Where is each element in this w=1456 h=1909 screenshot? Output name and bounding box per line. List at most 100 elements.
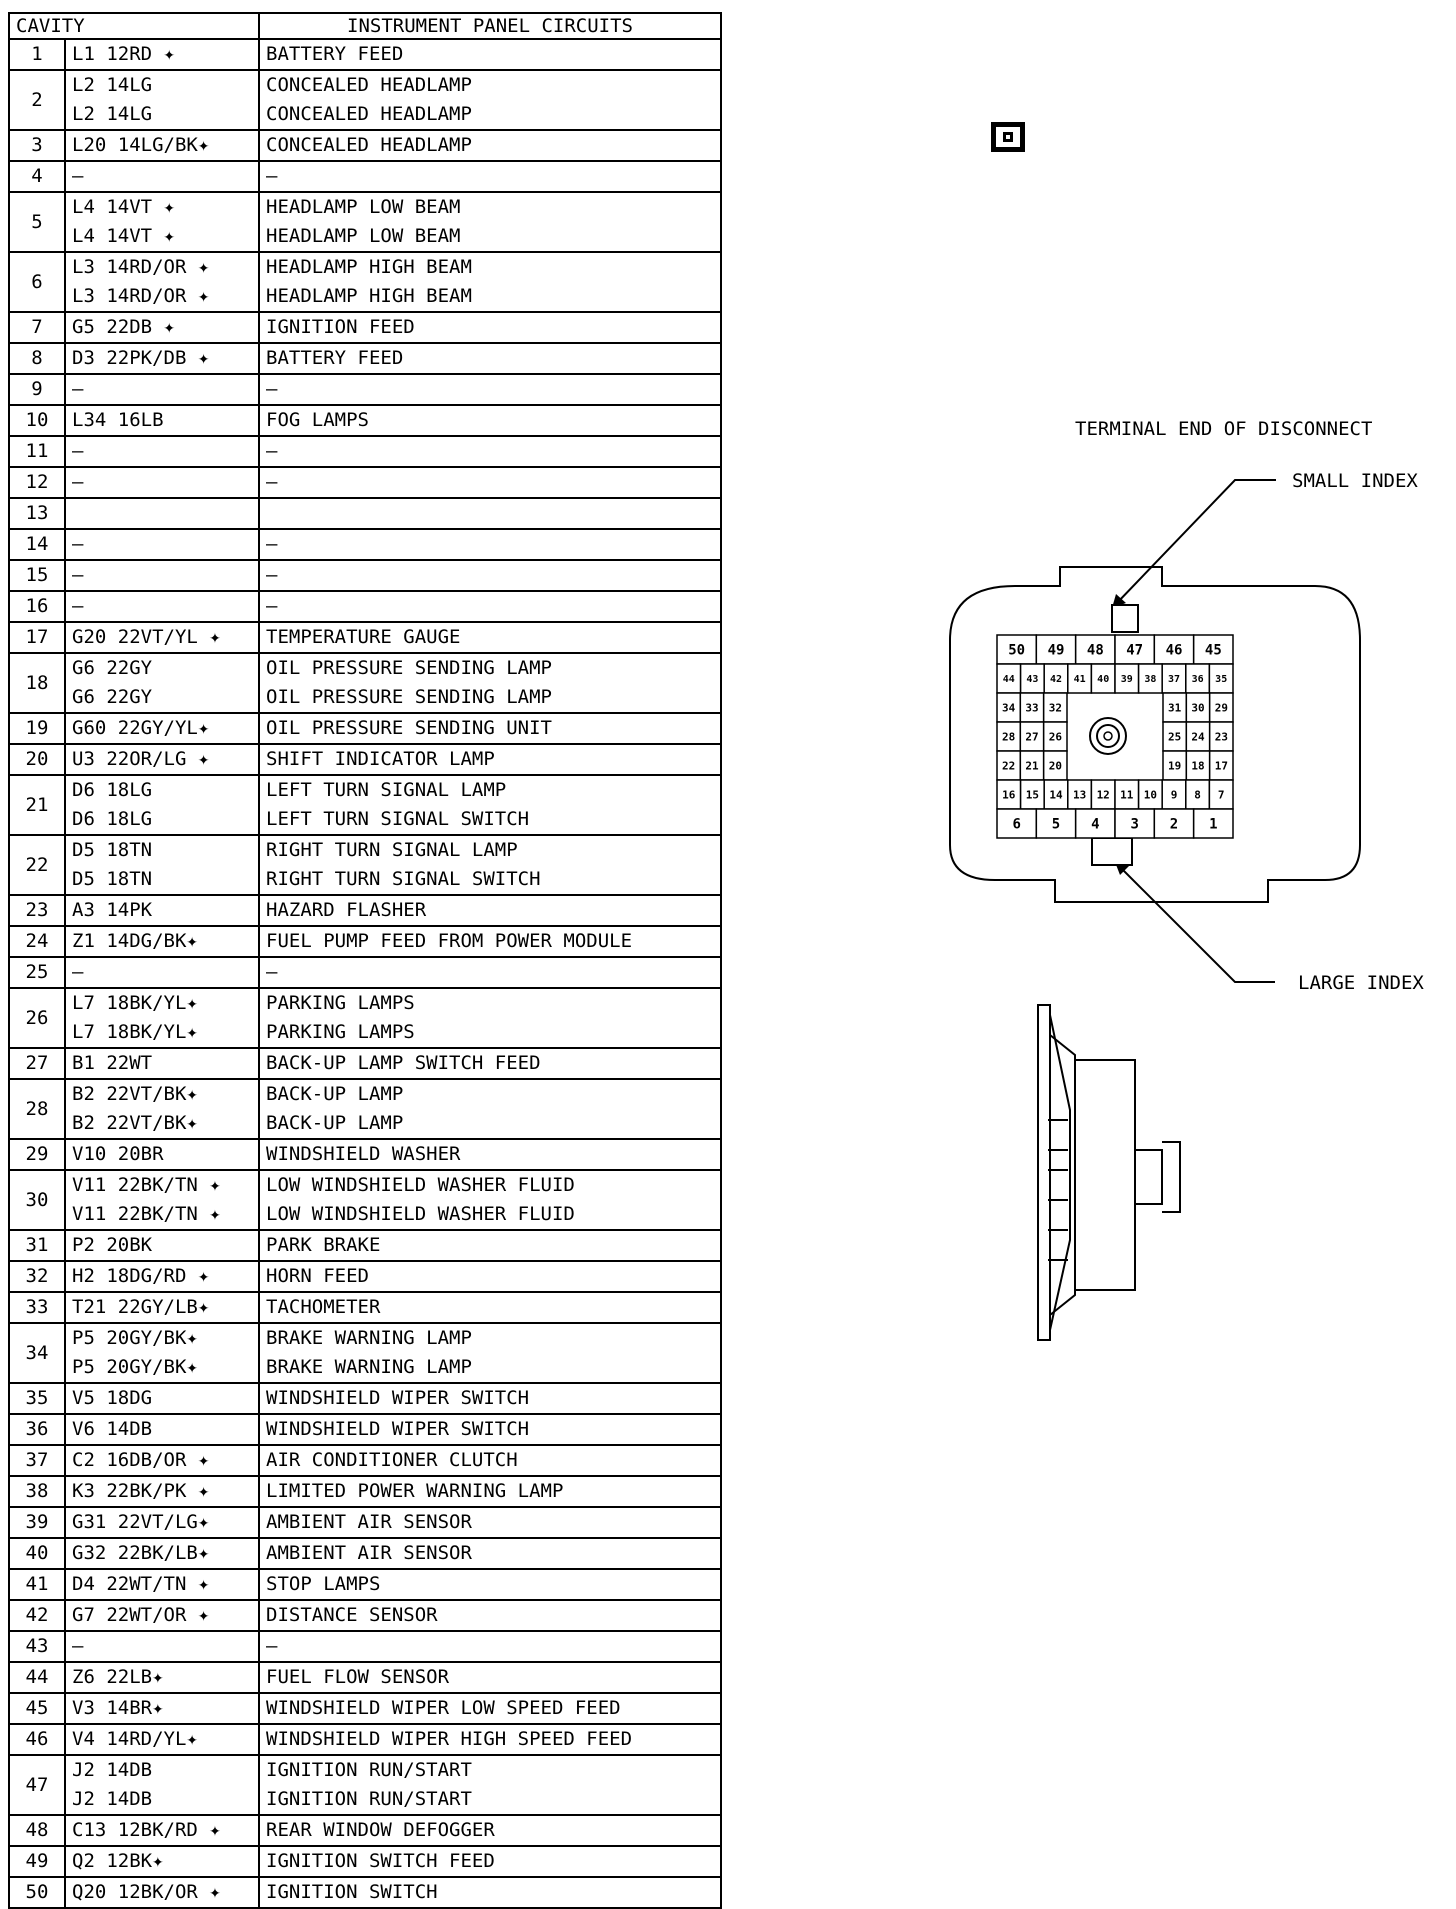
table-row: 14–– [8, 528, 723, 561]
table-row: 4–– [8, 160, 723, 193]
circuit-description: – [266, 165, 278, 187]
circuit-description: SHIFT INDICATOR LAMP [266, 748, 495, 770]
wire-cell: V5 18DG [63, 1382, 261, 1415]
wire-code: L3 14RD/OR ✦ [72, 285, 210, 307]
wire-code: – [72, 378, 84, 400]
wire-code: G7 22WT/OR ✦ [72, 1604, 210, 1626]
wire-cell: L3 14RD/OR ✦L3 14RD/OR ✦ [63, 251, 261, 313]
wire-code: H2 18DG/RD ✦ [72, 1265, 210, 1287]
wire-code: L4 14VT ✦ [72, 225, 175, 247]
wire-cell: G20 22VT/YL ✦ [63, 621, 261, 654]
wire-code: L2 14LG [72, 74, 153, 96]
cavity-number: 4 [8, 160, 66, 193]
wire-code: L7 18BK/YL✦ [72, 1021, 198, 1043]
circuit-description: WINDSHIELD WIPER SWITCH [266, 1387, 530, 1409]
wire-cell: G7 22WT/OR ✦ [63, 1599, 261, 1632]
circuit-description: PARKING LAMPS [266, 1021, 415, 1043]
circuit-description: – [266, 440, 278, 462]
cavity-number: 44 [8, 1661, 66, 1694]
wire-code: D5 18TN [72, 839, 153, 861]
description-cell: – [258, 956, 723, 989]
circuit-description: CONCEALED HEADLAMP [266, 74, 472, 96]
terminal-number: 43 [1026, 674, 1038, 685]
circuit-description: – [266, 378, 278, 400]
wire-cell: C2 16DB/OR ✦ [63, 1444, 261, 1477]
small-index-key [1111, 604, 1139, 633]
terminal-number: 16 [1002, 788, 1016, 801]
circuit-description: WINDSHIELD WIPER LOW SPEED FEED [266, 1697, 621, 1719]
wire-code: V6 14DB [72, 1418, 153, 1440]
wire-cell [63, 497, 261, 530]
wire-code: D3 22PK/DB ✦ [72, 347, 210, 369]
terminal-number: 6 [1012, 817, 1020, 833]
center-post-core [1103, 731, 1113, 741]
terminal-number: 41 [1074, 674, 1086, 685]
cavity-number: 29 [8, 1138, 66, 1171]
cavity-number: 47 [8, 1754, 66, 1816]
terminal-number: 49 [1048, 643, 1065, 659]
circuit-description: BATTERY FEED [266, 347, 404, 369]
terminal-number: 35 [1215, 674, 1227, 685]
circuit-description: CONCEALED HEADLAMP [266, 134, 472, 156]
wire-code: D6 18LG [72, 808, 153, 830]
cavity-number: 9 [8, 373, 66, 406]
description-cell: FUEL PUMP FEED FROM POWER MODULE [258, 925, 723, 958]
circuit-description: IGNITION FEED [266, 316, 415, 338]
cavity-number: 21 [8, 774, 66, 836]
description-cell: FOG LAMPS [258, 404, 723, 437]
cavity-number: 20 [8, 743, 66, 776]
circuit-description: FUEL FLOW SENSOR [266, 1666, 450, 1688]
description-cell: IGNITION SWITCH [258, 1876, 723, 1909]
circuit-description: TEMPERATURE GAUGE [266, 626, 461, 648]
wire-code: L7 18BK/YL✦ [72, 992, 198, 1014]
terminal-number: 30 [1191, 701, 1204, 714]
wire-cell: V4 14RD/YL✦ [63, 1723, 261, 1756]
wire-code: – [72, 533, 84, 555]
terminal-number: 27 [1025, 730, 1038, 743]
cavity-number: 32 [8, 1260, 66, 1293]
description-cell: WINDSHIELD WIPER SWITCH [258, 1382, 723, 1415]
wire-code: D4 22WT/TN ✦ [72, 1573, 210, 1595]
description-cell: LIMITED POWER WARNING LAMP [258, 1475, 723, 1508]
wire-code: B2 22VT/BK✦ [72, 1112, 198, 1134]
circuit-description: – [266, 471, 278, 493]
terminal-number: 36 [1192, 674, 1204, 685]
wire-code: V11 22BK/TN ✦ [72, 1203, 221, 1225]
terminal-number: 14 [1049, 788, 1063, 801]
terminal-cell [996, 808, 1038, 839]
circuit-description: LIMITED POWER WARNING LAMP [266, 1480, 564, 1502]
wire-code: B1 22WT [72, 1052, 153, 1074]
cavity-number: 22 [8, 834, 66, 896]
description-cell: BATTERY FEED [258, 342, 723, 375]
description-cell: DISTANCE SENSOR [258, 1599, 723, 1632]
circuit-description: DISTANCE SENSOR [266, 1604, 438, 1626]
circuit-description: AMBIENT AIR SENSOR [266, 1511, 472, 1533]
wire-cell: L7 18BK/YL✦ L7 18BK/YL✦ [63, 987, 261, 1049]
wire-code: G6 22GY [72, 657, 153, 679]
wire-code: Z1 14DG/BK✦ [72, 930, 198, 952]
wire-code: L4 14VT ✦ [72, 196, 175, 218]
description-cell: STOP LAMPS [258, 1568, 723, 1601]
terminal-number: 26 [1049, 730, 1063, 743]
cavity-number: 18 [8, 652, 66, 714]
wire-code: – [72, 961, 84, 983]
